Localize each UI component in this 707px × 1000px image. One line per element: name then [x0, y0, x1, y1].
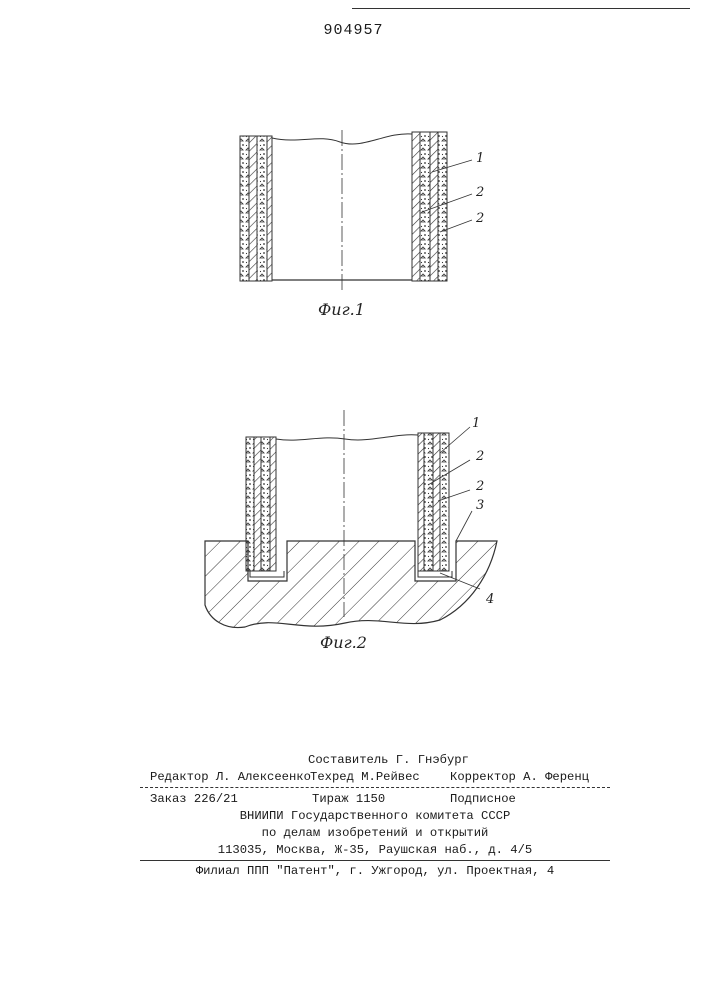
imprint-row-order: Заказ 226/21 Тираж 1150 Подписное [140, 791, 610, 808]
dashed-rule [140, 787, 610, 788]
fig2-label-2b: 2 [475, 479, 484, 494]
corrector: Корректор А. Ференц [450, 769, 589, 786]
figure-1-drawing: 1 2 2 Фиг.1 [0, 120, 707, 350]
org-address: 113035, Москва, Ж-35, Раушская наб., д. … [140, 842, 610, 859]
org-line-1: ВНИИПИ Государственного комитета СССР [140, 808, 610, 825]
order: Заказ 226/21 [150, 791, 238, 808]
fig2-label-2a: 2 [475, 449, 484, 464]
fig2-label-1: 1 [472, 416, 480, 431]
fig1-label-2b: 2 [475, 211, 484, 226]
compiler: Составитель Г. Гнэбург [308, 752, 469, 769]
editor: Редактор Л. Алексеенко [150, 769, 311, 786]
solid-rule [140, 860, 610, 861]
branch-line: Филиал ППП "Патент", г. Ужгород, ул. Про… [140, 863, 610, 880]
fig2-label-4: 4 [485, 592, 494, 607]
imprint-row-staff: Редактор Л. Алексеенко Техред М.Рейвес К… [140, 769, 610, 786]
fig1-label-1: 1 [476, 151, 484, 166]
figure-1-caption: Фиг.1 [318, 300, 365, 319]
subscription: Подписное [450, 791, 516, 808]
fig2-label-3: 3 [476, 498, 484, 513]
imprint-block: Составитель Г. Гнэбург Редактор Л. Алекс… [140, 752, 610, 880]
techred: Техред М.Рейвес [310, 769, 420, 786]
patent-number: 904957 [0, 22, 707, 39]
fig1-label-2a: 2 [475, 185, 484, 200]
circulation: Тираж 1150 [312, 791, 385, 808]
figure-2-drawing: 1 2 2 3 4 Фиг.2 [0, 405, 707, 665]
imprint-row-compiler: Составитель Г. Гнэбург [140, 752, 610, 769]
figure-2-caption: Фиг.2 [320, 633, 367, 652]
top-rule [352, 8, 690, 9]
org-line-2: по делам изобретений и открытий [140, 825, 610, 842]
